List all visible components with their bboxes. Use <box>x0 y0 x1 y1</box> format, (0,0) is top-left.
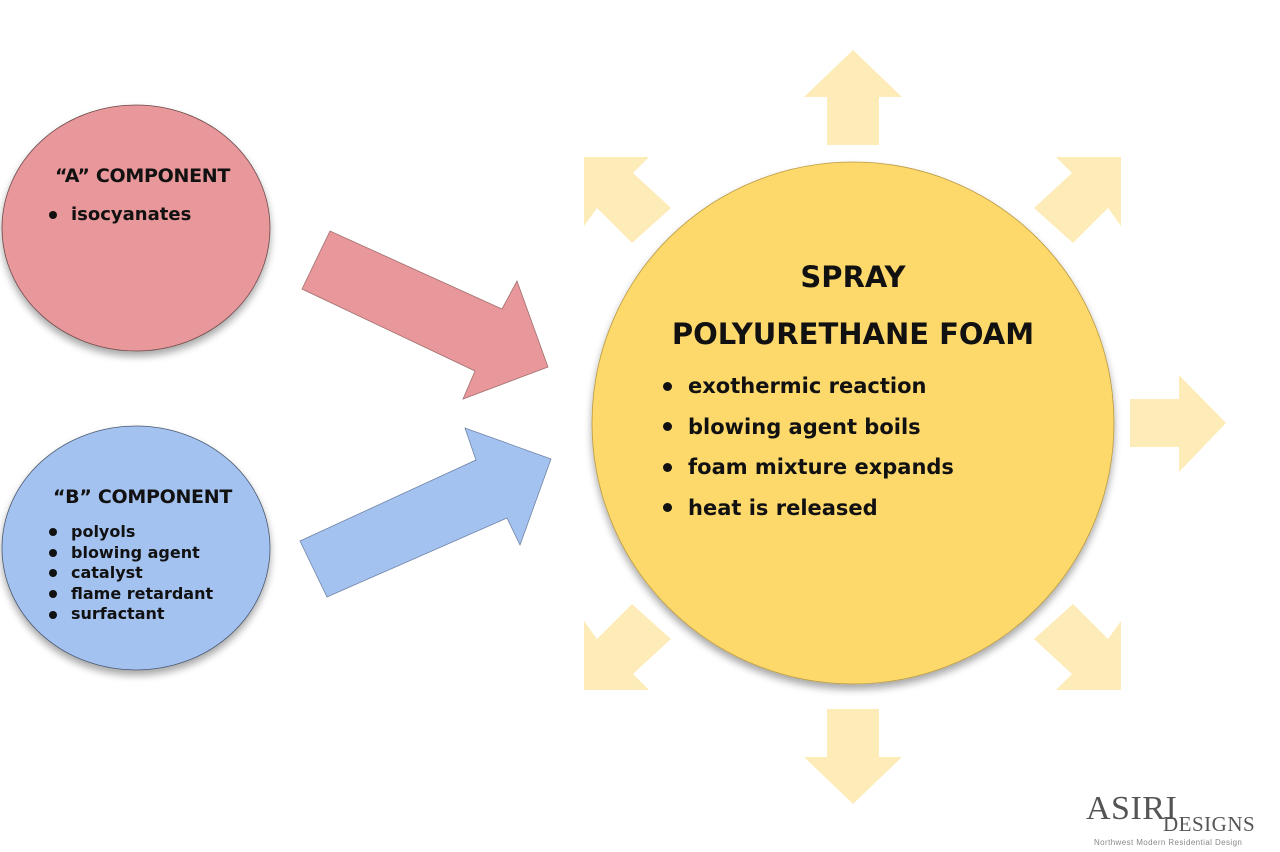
component-a-circle <box>1 104 271 352</box>
list-item: surfactant <box>49 604 213 625</box>
logo-name-small: DESIGNS <box>1163 812 1256 836</box>
list-item: exothermic reaction <box>663 366 954 407</box>
list-item: blowing agent <box>49 543 213 564</box>
component-b-title: “B” COMPONENT <box>53 486 232 508</box>
arrow-b-to-foam-icon <box>299 427 552 598</box>
list-item: heat is released <box>663 488 954 529</box>
component-b-list: polyols blowing agent catalyst flame ret… <box>49 522 213 625</box>
arrow-down-left-icon <box>584 604 671 690</box>
radiating-arrows <box>584 50 1226 804</box>
component-a-title: “A” COMPONENT <box>55 165 231 187</box>
list-item: catalyst <box>49 563 213 584</box>
arrow-down-icon <box>804 709 902 804</box>
foam-title-line1: SPRAY <box>800 260 906 294</box>
list-item: polyols <box>49 522 213 543</box>
component-a-list: isocyanates <box>49 203 191 227</box>
arrow-down-right-icon <box>1034 604 1121 690</box>
asiri-designs-logo: ASIRI DESIGNS Northwest Modern Residenti… <box>1086 790 1266 847</box>
arrow-up-icon <box>804 50 902 145</box>
foam-process-list: exothermic reaction blowing agent boils … <box>663 366 954 528</box>
logo-tagline: Northwest Modern Residential Design <box>1094 838 1243 847</box>
component-b-circle <box>1 425 271 671</box>
list-item: isocyanates <box>49 203 191 227</box>
list-item: blowing agent boils <box>663 407 954 448</box>
arrow-a-to-foam-icon <box>301 230 549 400</box>
arrow-up-right-icon <box>1034 157 1121 243</box>
list-item: foam mixture expands <box>663 447 954 488</box>
foam-circle <box>591 161 1115 685</box>
arrow-up-left-icon <box>584 157 671 243</box>
foam-title-line2: POLYURETHANE FOAM <box>671 317 1035 351</box>
arrow-right-icon <box>1130 375 1226 472</box>
list-item: flame retardant <box>49 584 213 605</box>
logo-name-big: ASIRI <box>1086 790 1178 827</box>
